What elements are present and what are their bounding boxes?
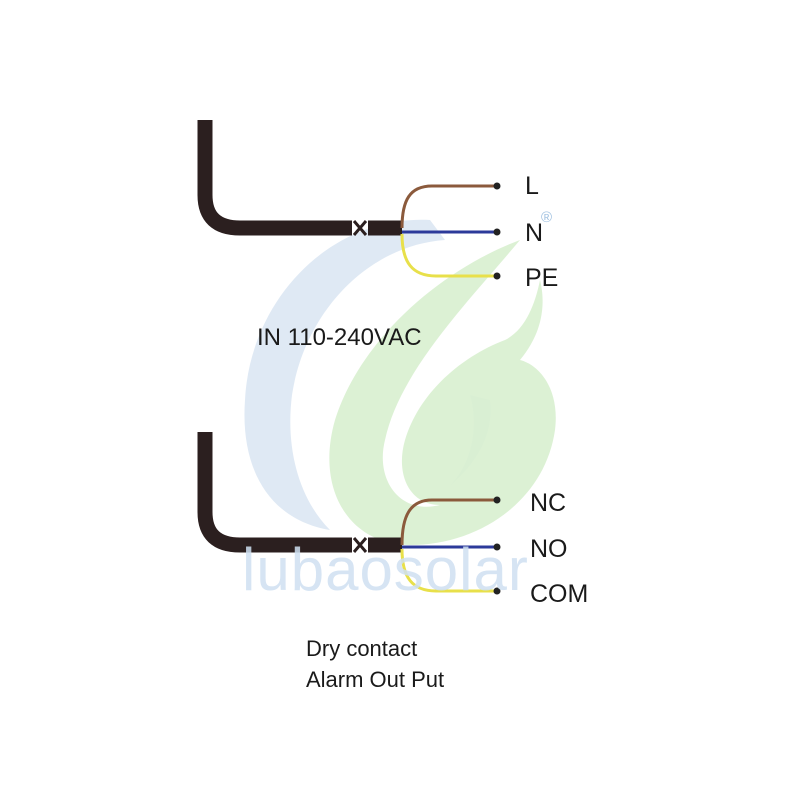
- terminal-dot-pe: [493, 272, 501, 280]
- wire-com: [400, 548, 496, 593]
- watermark-blue-crescent: [244, 219, 445, 530]
- power-input-caption: IN 110-240VAC: [257, 324, 422, 351]
- terminal-label-pe: PE: [525, 264, 559, 292]
- terminal-label-nc: NC: [530, 489, 567, 517]
- terminal-dot-l: [493, 182, 501, 190]
- power-input-wires: [400, 182, 501, 280]
- alarm-caption-line2: Alarm Out Put: [306, 667, 445, 692]
- terminal-dot-nc: [493, 496, 501, 504]
- terminal-dot-n: [493, 228, 501, 236]
- terminal-label-no: NO: [530, 535, 568, 563]
- terminal-dot-com: [493, 587, 501, 595]
- power-input-cable: [197, 120, 402, 236]
- alarm-output-cable: [197, 432, 402, 553]
- registered-mark: ®: [541, 209, 553, 226]
- watermark-green-leaf: [329, 240, 556, 545]
- terminal-label-l: L: [525, 172, 539, 200]
- alarm-output-wires: [400, 496, 501, 595]
- wire-l: [400, 184, 496, 229]
- wire-nc: [400, 498, 496, 546]
- terminal-label-n: N: [525, 219, 544, 247]
- terminal-dot-no: [493, 543, 501, 551]
- terminal-label-com: COM: [530, 580, 589, 608]
- wire-pe: [400, 233, 496, 278]
- watermark-brand-text: lubaosolar: [242, 536, 529, 603]
- alarm-caption-line1: Dry contact: [306, 636, 418, 661]
